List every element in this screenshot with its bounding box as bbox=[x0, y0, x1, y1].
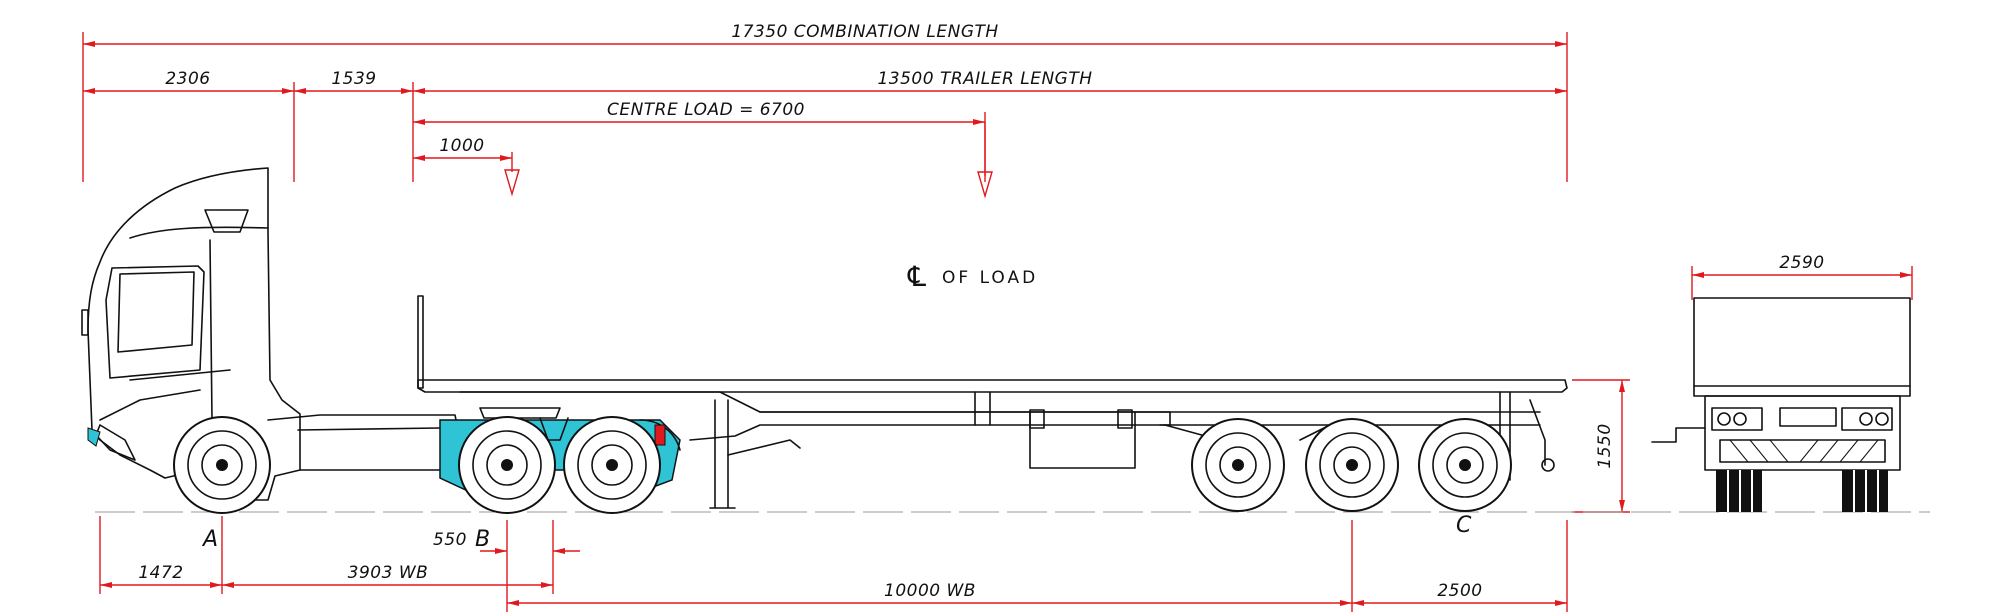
cab-overhang-label: 2306 bbox=[165, 69, 210, 89]
rear-light-right bbox=[1841, 407, 1893, 431]
cab-overhang-dimension: 2306 bbox=[83, 69, 294, 94]
dimension-lines: 17350 COMBINATION LENGTH 2306 1539 13500… bbox=[82, 22, 1913, 612]
mirror bbox=[81, 309, 89, 336]
rear-handle bbox=[1651, 427, 1706, 443]
trailer-wheelbase-label: 10000 WB bbox=[884, 581, 976, 601]
rear-light-left bbox=[1711, 407, 1763, 431]
fifth-wheel-offset-dimension: 550 bbox=[433, 530, 580, 554]
rear-view-body bbox=[1693, 297, 1911, 397]
headlight bbox=[95, 424, 136, 461]
centre-load-label: CENTRE LOAD = 6700 bbox=[607, 100, 805, 120]
body-width-label: 2590 bbox=[1779, 253, 1824, 273]
body-width-dimension: 2590 bbox=[1691, 253, 1913, 300]
number-plate bbox=[1779, 407, 1837, 427]
centre-of-load-label: OF LOAD bbox=[942, 268, 1038, 288]
trailer-wheel-2 bbox=[1305, 418, 1399, 512]
tractor-wheelbase-dimension: 3903 WB bbox=[222, 563, 553, 588]
drive-wheel-2 bbox=[563, 416, 661, 514]
trailer-headboard bbox=[417, 295, 424, 389]
trailer-wheels bbox=[1191, 418, 1512, 512]
reference-points: A B C bbox=[201, 513, 1472, 552]
kingpin-setback-dimension: 1539 bbox=[294, 69, 413, 94]
trailer-chassis bbox=[459, 391, 1171, 441]
steer-wheel bbox=[173, 416, 271, 514]
fifth-wheel bbox=[479, 407, 561, 419]
trailer-wheel-1 bbox=[1191, 418, 1285, 512]
roof-vent bbox=[204, 209, 249, 233]
trailer-wheel-3 bbox=[1418, 418, 1512, 512]
centre-of-load-marker: ℄ OF LOAD bbox=[907, 260, 1038, 293]
front-load-label: 1000 bbox=[439, 136, 484, 156]
body-height-label: 1550 bbox=[1595, 423, 1615, 468]
trailer-length-dimension: 13500 TRAILER LENGTH bbox=[413, 69, 1567, 94]
front-load-dimension: 1000 bbox=[413, 136, 520, 197]
landing-leg bbox=[709, 399, 736, 509]
centreline-symbol: ℄ bbox=[907, 260, 926, 293]
point-c-label: C bbox=[1456, 513, 1472, 538]
combination-length-dimension: 17350 COMBINATION LENGTH bbox=[83, 22, 1567, 47]
tractor-wheels bbox=[173, 416, 661, 514]
trailer-wheelbase-dimension: 10000 WB bbox=[507, 581, 1352, 606]
body-height-dimension: 1550 bbox=[1572, 379, 1630, 513]
windshield bbox=[105, 265, 205, 379]
fifth-wheel-offset-label: 550 bbox=[433, 530, 467, 550]
combination-length-label: 17350 COMBINATION LENGTH bbox=[731, 22, 998, 42]
trailer-length-label: 13500 TRAILER LENGTH bbox=[877, 69, 1092, 89]
kingpin-setback-label: 1539 bbox=[331, 69, 376, 89]
rear-overhang-dimension: 2500 bbox=[1352, 581, 1567, 606]
rear-overhang-label: 2500 bbox=[1437, 581, 1482, 601]
drive-wheel-1 bbox=[458, 416, 556, 514]
centre-load-dimension: CENTRE LOAD = 6700 bbox=[413, 100, 993, 199]
front-overhang-dimension: 1472 bbox=[100, 563, 222, 588]
point-a-label: A bbox=[201, 527, 218, 552]
front-overhang-label: 1472 bbox=[138, 563, 183, 583]
trailer-toolbox bbox=[1029, 411, 1136, 469]
tractor-wheelbase-label: 3903 WB bbox=[348, 563, 429, 583]
fuel-tank bbox=[267, 414, 461, 471]
trailer-deck bbox=[417, 379, 1568, 393]
point-b-label: B bbox=[475, 527, 490, 552]
rear-view bbox=[1651, 297, 1911, 512]
